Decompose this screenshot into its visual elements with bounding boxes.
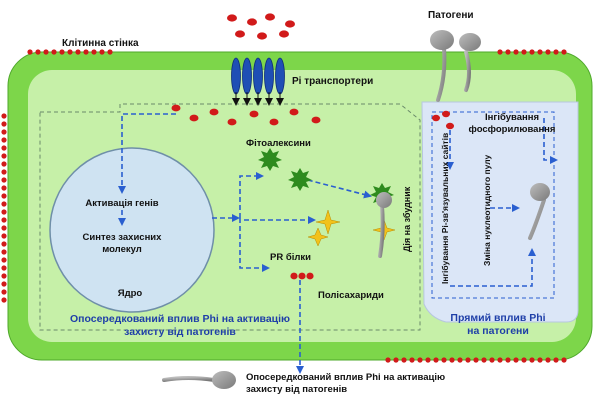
inhibition-phosphorylation-line1: Інгібування	[485, 112, 539, 123]
inhibition-pi-binding-label: Інгібування Pi-зв'язувальних сайтів	[440, 133, 450, 284]
indirect-effect-label-line2: захисту від патогенів	[124, 326, 236, 338]
internal-phi-dots	[171, 104, 454, 280]
inhibition-phosphorylation-line2: фосфорилювання	[469, 124, 556, 135]
transporter-arrows	[232, 92, 284, 106]
pathogen-in-cell	[376, 192, 392, 258]
synthesis-label-line1: Синтез захисних	[83, 232, 163, 243]
pathway-arrows	[118, 113, 558, 374]
cell-wall-phi-dots-bottom	[385, 357, 567, 363]
direct-effect-label-line1: Прямий вплив Phi	[450, 312, 545, 324]
nucleus	[49, 147, 215, 313]
bottom-label-line2: захисту від патогенів	[246, 384, 347, 395]
pr-proteins-label: PR білки	[270, 252, 311, 263]
cell-wall-phi-dots-right	[497, 49, 567, 55]
polysaccharides-label: Полісахариди	[318, 290, 384, 301]
pathogens-label: Патогени	[428, 10, 474, 21]
synthesis-label-line2: молекул	[102, 244, 142, 255]
indirect-effect-label-line1: Опосередкований вплив Phi на активацію	[70, 313, 290, 325]
pi-transporters	[231, 57, 285, 95]
pi-transporters-label: Pi транспортери	[292, 76, 373, 87]
external-pathogens	[430, 30, 481, 102]
nucleotide-pool-change-label: Зміна нуклеотидного пулу	[482, 154, 492, 266]
external-phi-dots	[227, 13, 295, 40]
cell-wall-label: Клітинна стінка	[62, 38, 139, 49]
pathogen-in-box	[528, 183, 550, 240]
action-on-pathogen-label: Дія на збудник	[402, 186, 412, 252]
direct-effect-box	[421, 101, 579, 323]
cell-wall-phi-dots-top	[27, 49, 113, 55]
phytoalexin-molecules	[258, 148, 394, 206]
phytoalexins-label: Фітоалексини	[246, 138, 311, 149]
nucleus-label: Ядро	[118, 288, 143, 299]
bottom-label-line1: Опосередкований вплив Phi на активацію	[246, 372, 445, 383]
cell-wall-phi-dots-left	[1, 113, 7, 303]
bottom-pathogen	[162, 371, 236, 389]
indirect-effect-region	[39, 103, 421, 331]
direct-effect-label-line2: на патогени	[467, 325, 529, 337]
gene-activation-label: Активація генів	[85, 198, 158, 209]
